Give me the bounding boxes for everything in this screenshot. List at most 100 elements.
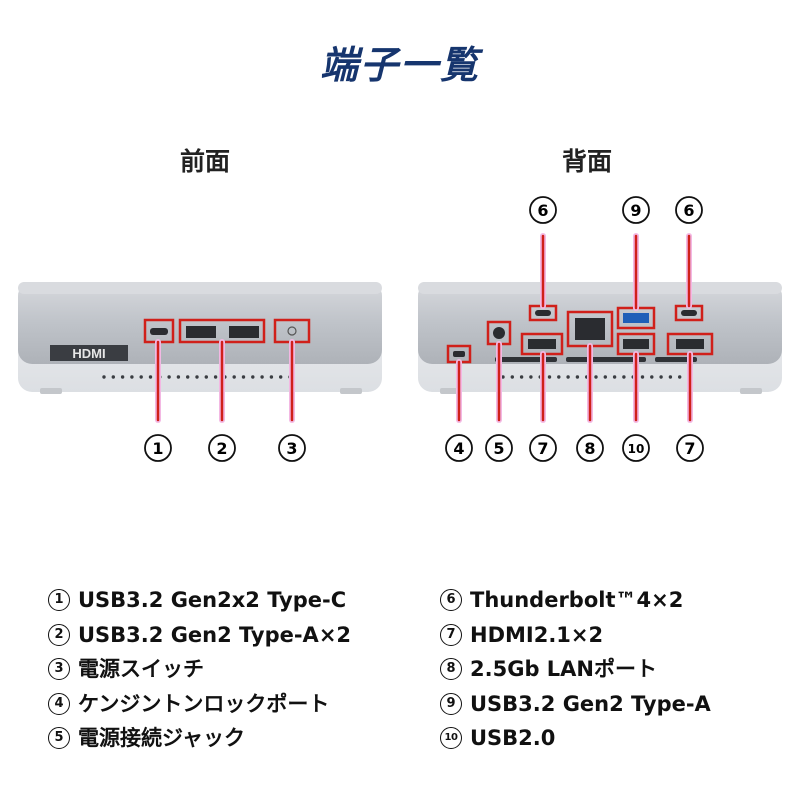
kensington-slot [453,351,465,357]
vent-dot [650,375,654,379]
front-vent-dots [102,375,292,379]
vent-dot [195,375,199,379]
callout-8: 8 [576,434,604,462]
power-button [287,326,297,336]
vent-dot [204,375,208,379]
callout-circles: 1 2 3 6 9 6 4 5 7 8 10 7 [144,196,704,462]
vent-dot [668,375,673,379]
legend-text: USB3.2 Gen2 Type-A [470,691,711,716]
front-usba-port-2 [229,326,259,338]
legend-num: 5 [48,727,70,750]
front-chassis-top [18,282,382,294]
vent-dot [186,375,190,379]
vent-dot [510,375,514,379]
hdmi-right-port [676,339,704,349]
legend-num: 9 [440,692,462,715]
callout-5: 5 [485,434,513,462]
vent-dot [102,375,106,379]
legend-num: 3 [48,658,70,681]
vent-dot [566,375,570,379]
front-usba-port-1 [186,326,216,338]
svg-text:8: 8 [584,439,595,458]
back-leaders [456,233,693,423]
back-grille-2 [566,357,646,362]
legend-num: 2 [48,623,70,646]
legend-text: ケンジントンロックポート [78,691,330,716]
legend-num: 8 [440,658,462,681]
back-label: 背面 [561,147,612,176]
callout-9: 9 [622,196,650,224]
vent-dot [241,375,246,379]
legend-text: USB3.2 Gen2x2 Type-C [78,588,347,612]
vent-dot [640,375,645,379]
front-foot-right [340,388,362,394]
vent-dot [232,375,236,379]
vent-dot [213,375,218,379]
legend-text: 電源スイッチ [78,657,204,681]
front-leaders [155,339,295,423]
front-device: HDMI [18,282,382,394]
tb4-left-port [535,310,551,316]
hdmi-logo-badge [50,345,128,361]
vent-dot [130,375,134,379]
svg-text:3: 3 [286,439,297,458]
legend-item: 1 USB3.2 Gen2x2 Type-C [48,583,351,618]
svg-text:10: 10 [628,442,645,456]
svg-text:6: 6 [537,201,548,220]
vent-dot [557,375,561,379]
back-vent-dots [501,375,691,379]
vent-dot [603,375,607,379]
back-chassis-top [418,282,782,294]
legend-item: 2 USB3.2 Gen2 Type-A×2 [48,618,351,653]
callout-1: 1 [144,434,172,462]
legend-text: USB2.0 [470,726,556,750]
callout-6-right: 6 [675,196,703,224]
vent-dot [260,375,264,379]
back-grille-3 [655,357,697,362]
legend-text: 電源接続ジャック [78,726,245,750]
vent-dot [176,375,181,379]
vent-dot [529,375,533,379]
page-title: 端子一覧 [319,43,480,87]
legend-num: 1 [48,589,70,612]
legend-text: 2.5Gb LANポート [470,657,657,681]
legend-num: 10 [440,727,462,750]
vent-dot [612,375,617,379]
svg-text:5: 5 [493,439,504,458]
vent-dot [501,375,505,379]
vent-dot [547,375,552,379]
legend-item: 8 2.5Gb LANポート [440,652,711,687]
vent-dot [120,375,125,379]
svg-text:2: 2 [216,439,227,458]
legend-item: 5 電源接続ジャック [48,721,351,756]
vent-dot [279,375,283,379]
svg-text:9: 9 [630,201,641,220]
usba-gen2-port [623,313,649,323]
legend-item: 3 電源スイッチ [48,652,351,687]
vent-dot [575,375,580,379]
vent-dot [148,375,153,379]
callout-7-left: 7 [529,434,557,462]
legend-item: 10 USB2.0 [440,721,711,756]
callout-6-left: 6 [529,196,557,224]
legend-num: 4 [48,692,70,715]
svg-text:7: 7 [684,439,695,458]
front-foot-left [40,388,62,394]
vent-dot [251,375,255,379]
callout-10: 10 [622,434,650,462]
svg-text:1: 1 [152,439,163,458]
legend-text: USB3.2 Gen2 Type-A×2 [78,622,352,647]
vent-dot [659,375,663,379]
front-usbc-port [150,328,168,335]
vent-dot [678,375,682,379]
hdmi-logo-text: HDMI [72,346,105,361]
svg-text:7: 7 [537,439,548,458]
lan-port [575,318,605,340]
back-foot-right [740,388,762,394]
legend-num: 7 [440,623,462,646]
tb4-right-port [681,310,697,316]
front-label: 前面 [179,147,230,176]
